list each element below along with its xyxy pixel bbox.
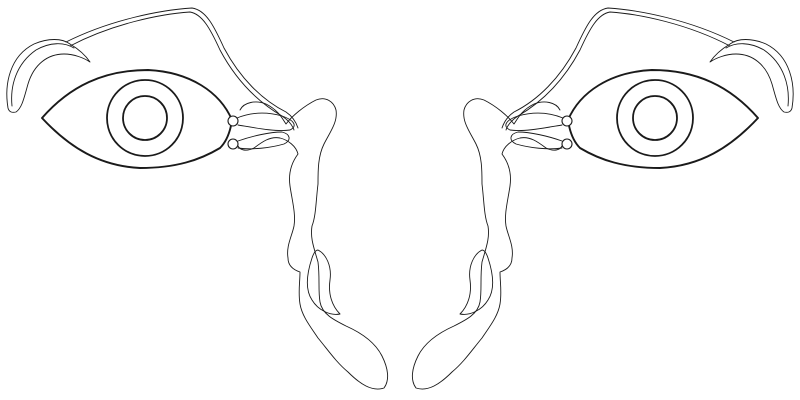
left-eyebrow — [6, 39, 91, 113]
left-brow-thread-lower — [69, 11, 295, 131]
left-side-group — [6, 7, 389, 390]
left-lacrimal-sac-and-duct — [237, 98, 389, 390]
left-iris — [106, 79, 184, 157]
right-lacrimal-sac-and-duct — [411, 98, 563, 390]
left-brow-thread-upper — [65, 7, 299, 129]
left-pupil — [122, 95, 168, 141]
left-lower-canaliculus — [237, 131, 290, 150]
right-brow-thread-upper — [501, 7, 735, 129]
right-lower-punctum — [561, 138, 573, 150]
left-nasal-inner-lobe — [306, 249, 341, 315]
right-upper-canaliculus — [505, 112, 564, 131]
right-upper-punctum — [561, 115, 573, 127]
right-brow-thread-lower — [505, 11, 731, 131]
left-upper-canaliculus — [236, 112, 295, 131]
right-iris — [616, 79, 694, 157]
right-lower-canaliculus — [510, 131, 563, 150]
left-eye-outline — [41, 69, 233, 169]
right-nasal-inner-lobe — [459, 249, 494, 315]
right-eyebrow — [709, 39, 794, 113]
right-pupil — [632, 95, 678, 141]
left-upper-punctum — [227, 115, 239, 127]
left-eyebrow-inner-line — [11, 43, 75, 107]
left-lower-punctum — [227, 138, 239, 150]
right-side-group — [411, 7, 794, 390]
right-eyebrow-inner-line — [725, 43, 789, 107]
right-eye-outline — [567, 69, 759, 169]
